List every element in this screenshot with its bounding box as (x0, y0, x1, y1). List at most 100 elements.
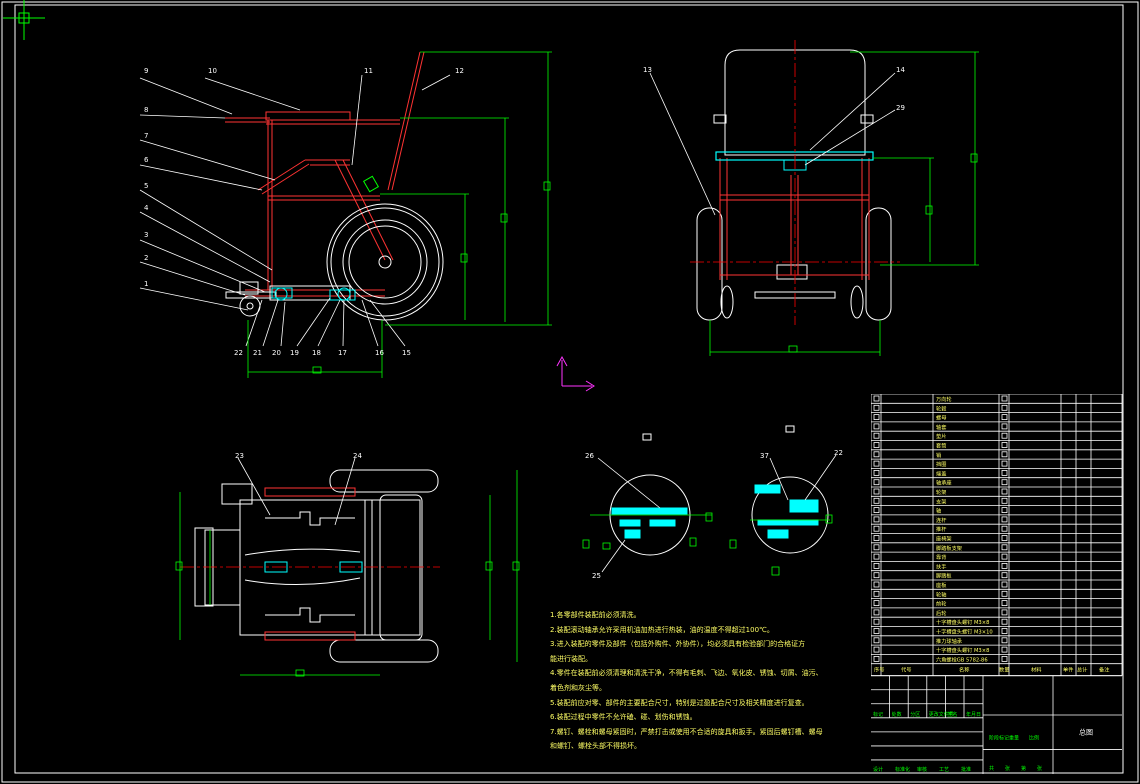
note-line: 5.装配前应对零、部件的主要配合尺寸，特别是过盈配合尺寸及相关精度进行复查。 (550, 698, 809, 707)
bom-row-name: 螺母 (936, 414, 946, 422)
bom-row-name: 销 (936, 451, 941, 459)
note-line: 2.装配滚动轴承允许采用机油加热进行热装，油的温度不得超过100℃。 (550, 625, 774, 634)
title-block-label: 张 (1037, 765, 1042, 772)
bom-row-name: 轮毂 (936, 404, 946, 412)
part-label: 10 (208, 67, 217, 75)
part-label: 21 (253, 349, 262, 357)
note-line: 1.各零部件装配前必须清洗。 (550, 611, 641, 619)
bom-row-name: 座椅架 (936, 535, 952, 543)
title-block-label: 签名 (947, 711, 957, 718)
title-block-label: 批准 (961, 766, 971, 773)
bom-header-cell: 数量 (999, 666, 1009, 674)
part-label: 17 (338, 349, 347, 357)
part-label: 22 (234, 349, 243, 357)
note-line: 着色剂和灰尘等。 (550, 683, 606, 692)
bom-row-name: 十字槽盘头螺钉 M3×8 (936, 646, 989, 654)
bom-header-cell: 代号 (901, 666, 911, 674)
part-label: 9 (144, 67, 148, 75)
part-label: 15 (402, 349, 411, 357)
part-label: 13 (643, 66, 652, 74)
title-block-label: 更改文件号 (929, 711, 954, 718)
bom-row-name: 支架 (936, 497, 946, 505)
part-label: 6 (144, 156, 149, 164)
title-block-label: 年月日 (966, 711, 981, 718)
bom-row-name: 前轮 (936, 600, 946, 608)
part-label: 12 (455, 67, 464, 75)
bom-row-name: 端盖 (936, 469, 946, 477)
bom-row-name: 万向轮 (936, 395, 952, 403)
cursor-crosshair (3, 0, 45, 40)
title-block-label: 第 (1021, 765, 1026, 772)
part-label: 4 (144, 204, 149, 212)
bom-table: 序号代号名称数量材料单件总计备注六角螺栓GB 5782-86十字槽盘头螺钉 M3… (871, 394, 1123, 774)
bom-row-name: 脚踏板支架 (936, 544, 962, 552)
part-label: 3 (144, 231, 148, 239)
ucs-icon (556, 355, 595, 392)
bom-row-name: 垫片 (936, 432, 946, 440)
part-label: 11 (364, 67, 373, 75)
part-label: 8 (144, 106, 148, 114)
part-label: 22 (834, 449, 843, 457)
title-block-label: 重量 (1009, 735, 1019, 742)
detail-view-a[interactable]: 26 25 (582, 433, 713, 580)
note-line: 和螺钉、螺栓头部不得损坏。 (550, 742, 641, 751)
part-label: 37 (760, 452, 769, 460)
bom-row-name: 靠背 (936, 553, 946, 561)
title-block-label: 标准化 (895, 766, 910, 773)
note-line: 3.进入装配的零件及部件（包括外购件、外协件），均必须具有检验部门的合格证方 (550, 640, 806, 649)
bom-row-name: 轴 (936, 507, 941, 515)
title-block-label: 张 (1005, 765, 1010, 772)
bom-header-cell: 序号 (874, 666, 884, 674)
part-label: 23 (235, 452, 244, 460)
top-view[interactable]: 23 24 (175, 452, 520, 677)
bom-header-cell: 单件 (1063, 666, 1073, 674)
note-line: 7.螺钉、螺栓和螺母紧固时，严禁打击或使用不合适的旋具和扳手。紧固后螺钉槽、螺母 (550, 727, 823, 736)
bom-row-name: 连杆 (936, 516, 946, 524)
bom-row-name: 十字槽盘头螺钉 M3×10 (936, 628, 993, 636)
bom-row-name: 推力球轴承 (936, 637, 963, 645)
title-block-label: 阶段标记 (989, 735, 1009, 742)
bom-row-name: 轮架 (936, 488, 946, 496)
part-label: 18 (312, 349, 321, 357)
bom-row-name: 座板 (936, 581, 947, 589)
bom-row-name: 六角螺栓GB 5782-86 (936, 655, 988, 663)
part-label: 24 (353, 452, 362, 460)
drawing-title: 总图 (1079, 728, 1093, 737)
part-label: 1 (144, 280, 148, 288)
part-label: 7 (144, 132, 148, 140)
technical-requirements: 1.各零部件装配前必须清洗。 2.装配滚动轴承允许采用机油加热进行热装，油的温度… (550, 608, 860, 754)
bom-row-name: 扶手 (936, 562, 946, 570)
part-label: 16 (375, 349, 384, 357)
part-label: 5 (144, 182, 148, 190)
title-block-label: 比例 (1029, 735, 1039, 742)
note-line: 6.装配过程中零件不允许磕、碰、划伤和锈蚀。 (550, 713, 697, 722)
bom-row-name: 挡圈 (936, 460, 946, 468)
bom-row-name: 十字槽盘头螺钉 M3×8 (936, 618, 989, 626)
part-label: 29 (896, 104, 905, 112)
title-block-label: 设计 (873, 766, 883, 773)
title-block-label: 处数 (892, 711, 902, 718)
part-label: 19 (290, 349, 299, 357)
side-view[interactable]: 9 10 11 12 8 7 6 5 4 3 2 1 22 21 20 19 1… (139, 51, 552, 378)
part-label: 25 (592, 572, 601, 580)
bom-row-name: 轮轴 (936, 590, 946, 598)
bom-header-cell: 总计 (1077, 666, 1087, 674)
title-block-label: 工艺 (939, 767, 949, 773)
note-line: 4.零件在装配前必须清理和清洗干净，不得有毛刺、飞边、氧化皮、锈蚀、切屑、油污、 (550, 669, 823, 678)
title-block-label: 标记 (873, 711, 883, 718)
inner-frame (14, 4, 1124, 774)
front-view[interactable]: 13 14 29 (643, 40, 979, 356)
detail-view-b[interactable]: 37 22 (729, 425, 843, 576)
bom-row-name: 推杆 (936, 525, 946, 533)
part-label: 2 (144, 254, 148, 262)
bom-header-cell: 备注 (1099, 666, 1109, 674)
title-block-label: 共 (989, 765, 994, 772)
part-label: 20 (272, 349, 281, 357)
bom-row-name: 套筒 (936, 442, 946, 450)
bom-row-name: 后轮 (936, 609, 946, 617)
part-label: 26 (585, 452, 594, 460)
bom-row-name: 脚踏板 (936, 572, 952, 580)
bom-header-cell: 名称 (959, 666, 969, 674)
